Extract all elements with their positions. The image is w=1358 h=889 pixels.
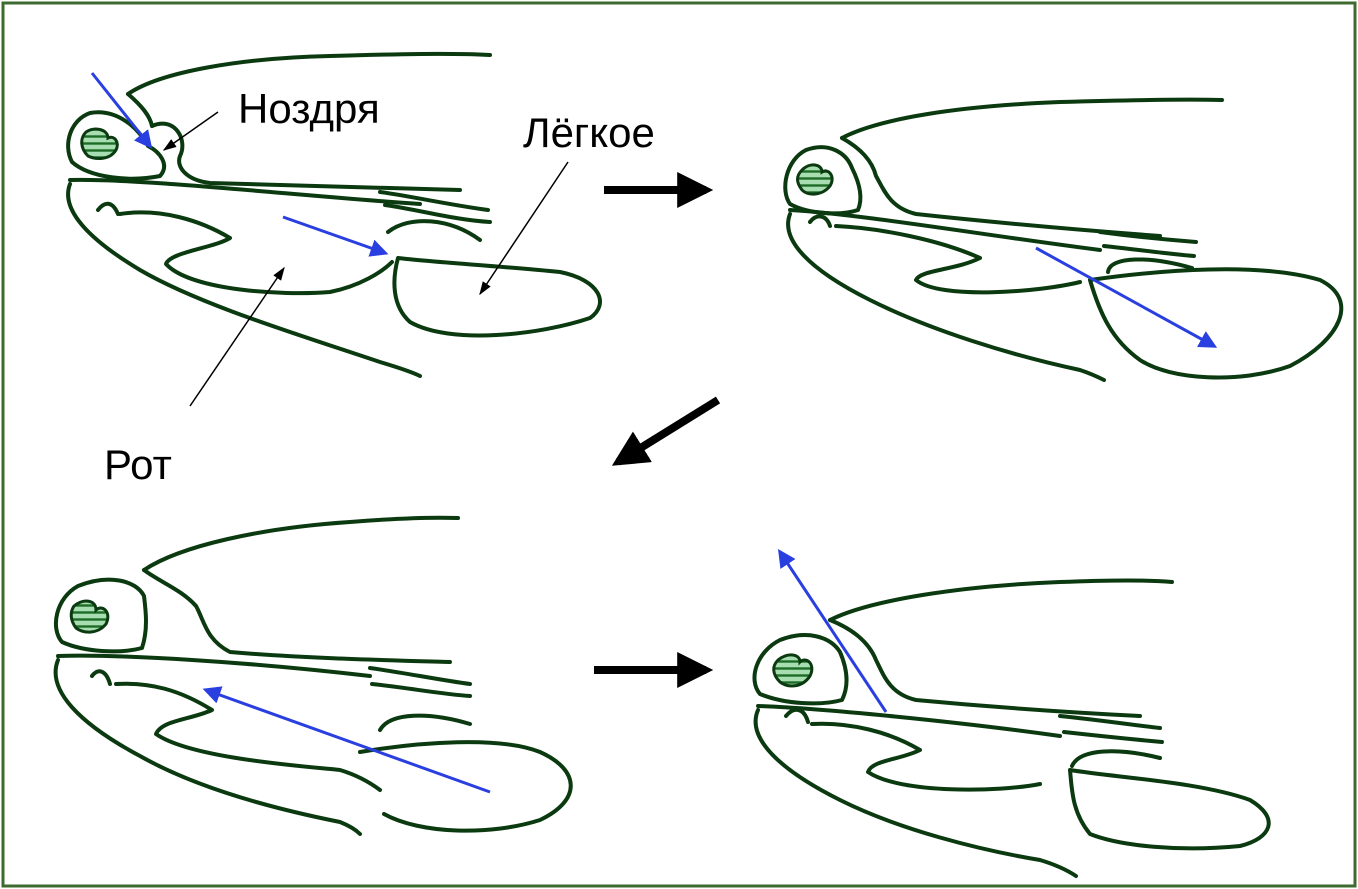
air-flow-arrow-out-nostril <box>780 552 886 712</box>
air-flow-arrow-to-lung <box>283 217 385 253</box>
air-flow-arrow-into-lung <box>1036 248 1214 346</box>
pointer-nostril <box>164 112 218 150</box>
label-nostril: Ноздря <box>238 88 380 130</box>
eye-icon <box>82 129 118 158</box>
eye-icon <box>798 165 833 194</box>
label-mouth: Рот <box>104 444 172 486</box>
panel-4-head <box>754 581 1268 877</box>
eye-icon <box>774 655 812 686</box>
eye-icon <box>71 601 108 632</box>
panel-2-head <box>785 100 1341 380</box>
panel-3-head <box>56 518 571 834</box>
sequence-arrow-down-left <box>618 400 718 462</box>
pointer-lung <box>480 162 568 294</box>
label-lung: Лёгкое <box>523 112 655 154</box>
